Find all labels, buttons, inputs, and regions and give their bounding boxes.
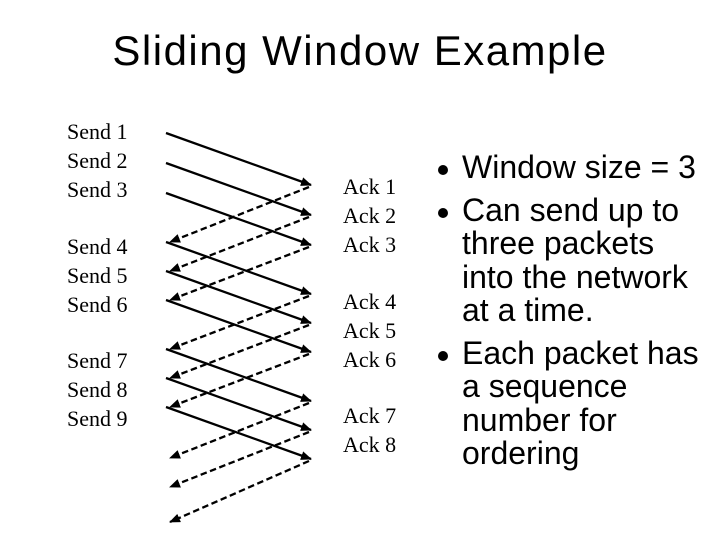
ack-label: Ack 7	[343, 403, 397, 428]
bullet-text-line: into the network	[462, 258, 688, 295]
ack-arrow	[169, 245, 310, 302]
ack-label: Ack 6	[343, 347, 397, 372]
bullet-text-line: Window size = 3	[462, 149, 696, 185]
send-packet-arrow	[165, 405, 312, 461]
bullet-list: Window size = 3 Can send up to three pac…	[437, 149, 712, 480]
bullet-icon	[438, 207, 448, 218]
bullet-text-line: three packets	[462, 225, 655, 261]
ack-label: Ack 1	[343, 174, 397, 199]
bullet-item-window-size: Window size = 3	[437, 149, 712, 185]
bullet-text-line: at a time.	[462, 292, 594, 328]
bullet-text-line: Each packet has	[462, 334, 699, 371]
ack-arrow	[169, 215, 310, 273]
send-labels-group-1: Send 1 Send 2 Send 3	[67, 117, 128, 204]
ack-arrow	[169, 185, 310, 244]
send-labels-group-2: Send 4 Send 5 Send 6	[67, 232, 128, 319]
send-packet-arrow	[165, 161, 312, 217]
ack-label: Ack 4	[343, 289, 397, 314]
ack-arrow	[169, 294, 310, 351]
bullet-icon	[438, 165, 448, 175]
ack-arrow	[169, 430, 310, 489]
send-packet-arrow	[165, 298, 312, 354]
ack-label: Ack 3	[343, 232, 397, 257]
send-label: Send 3	[67, 177, 128, 202]
send-packet-arrow	[165, 376, 312, 432]
ack-arrow	[169, 323, 310, 380]
send-packet-arrow	[165, 191, 312, 247]
ack-arrow	[169, 352, 310, 409]
bullet-item-sequence-number: Each packet has a sequence number for or…	[437, 334, 712, 471]
bullet-icon	[438, 350, 448, 361]
bullet-text-line: ordering	[462, 435, 580, 471]
send-label: Send 1	[67, 119, 128, 144]
send-packet-arrow	[165, 131, 312, 187]
send-label: Send 6	[67, 292, 128, 317]
send-label: Send 9	[67, 406, 128, 431]
ack-labels-group-3: Ack 7 Ack 8	[343, 401, 396, 459]
send-packet-arrow	[165, 240, 312, 296]
bullet-text-line: Can send up to	[462, 191, 680, 228]
ack-label: Ack 8	[343, 432, 397, 457]
send-label: Send 2	[67, 148, 128, 173]
bullet-text-line: number for	[462, 401, 617, 438]
ack-label: Ack 2	[343, 203, 397, 228]
send-packet-arrow	[165, 347, 312, 403]
bullet-item-can-send: Can send up to three packets into the ne…	[437, 191, 712, 328]
bullet-text-line: a sequence	[462, 368, 628, 404]
send-label: Send 7	[67, 348, 128, 373]
slide-title: Sliding Window Example	[112, 27, 608, 74]
ack-arrow	[169, 401, 310, 460]
send-label: Send 5	[67, 263, 128, 288]
send-packet-arrow	[165, 269, 312, 325]
ack-arrow	[169, 459, 310, 524]
ack-label: Ack 5	[343, 318, 397, 343]
send-labels-group-3: Send 7 Send 8 Send 9	[67, 346, 128, 433]
ack-labels-group-1: Ack 1 Ack 2 Ack 3	[343, 172, 396, 259]
send-label: Send 4	[67, 234, 128, 259]
ack-labels-group-2: Ack 4 Ack 5 Ack 6	[343, 287, 396, 374]
send-label: Send 8	[67, 377, 128, 402]
